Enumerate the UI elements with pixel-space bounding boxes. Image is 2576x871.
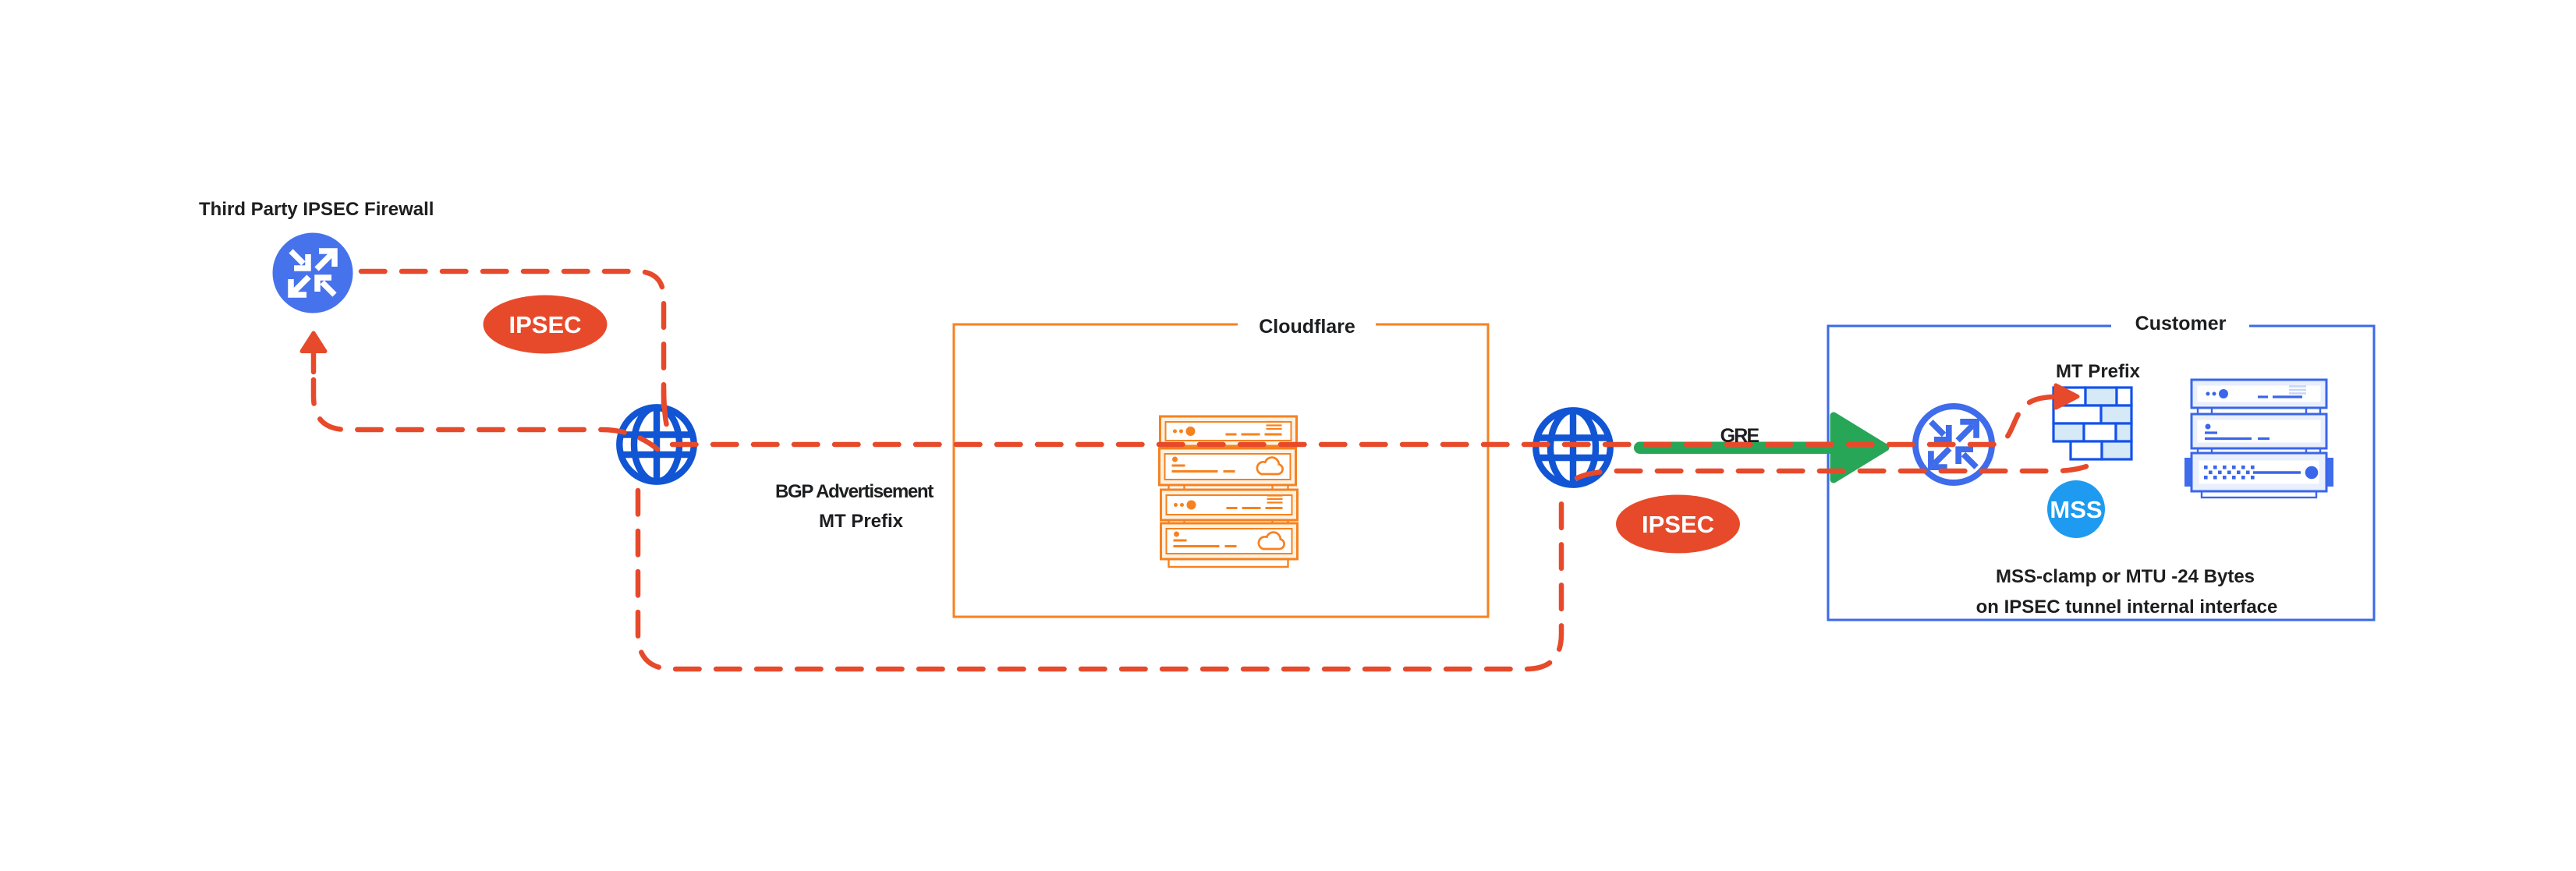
svg-text:MSS-clamp or MTU -24 Bytes: MSS-clamp or MTU -24 Bytes (1996, 566, 2255, 587)
svg-text:MT Prefix: MT Prefix (2056, 361, 2141, 382)
svg-text:on IPSEC tunnel internal inter: on IPSEC tunnel internal interface (1976, 597, 2278, 618)
svg-text:BGP Advertisement: BGP Advertisement (775, 481, 934, 502)
svg-text:Cloudflare: Cloudflare (1259, 316, 1355, 338)
svg-text:IPSEC: IPSEC (1642, 511, 1714, 538)
svg-text:Customer: Customer (2135, 313, 2227, 335)
svg-text:IPSEC: IPSEC (508, 311, 581, 338)
svg-text:Third Party IPSEC Firewall: Third Party IPSEC Firewall (199, 199, 434, 220)
svg-text:MSS: MSS (2050, 496, 2102, 523)
svg-text:MT Prefix: MT Prefix (819, 511, 904, 532)
svg-text:GRE: GRE (1720, 425, 1759, 447)
